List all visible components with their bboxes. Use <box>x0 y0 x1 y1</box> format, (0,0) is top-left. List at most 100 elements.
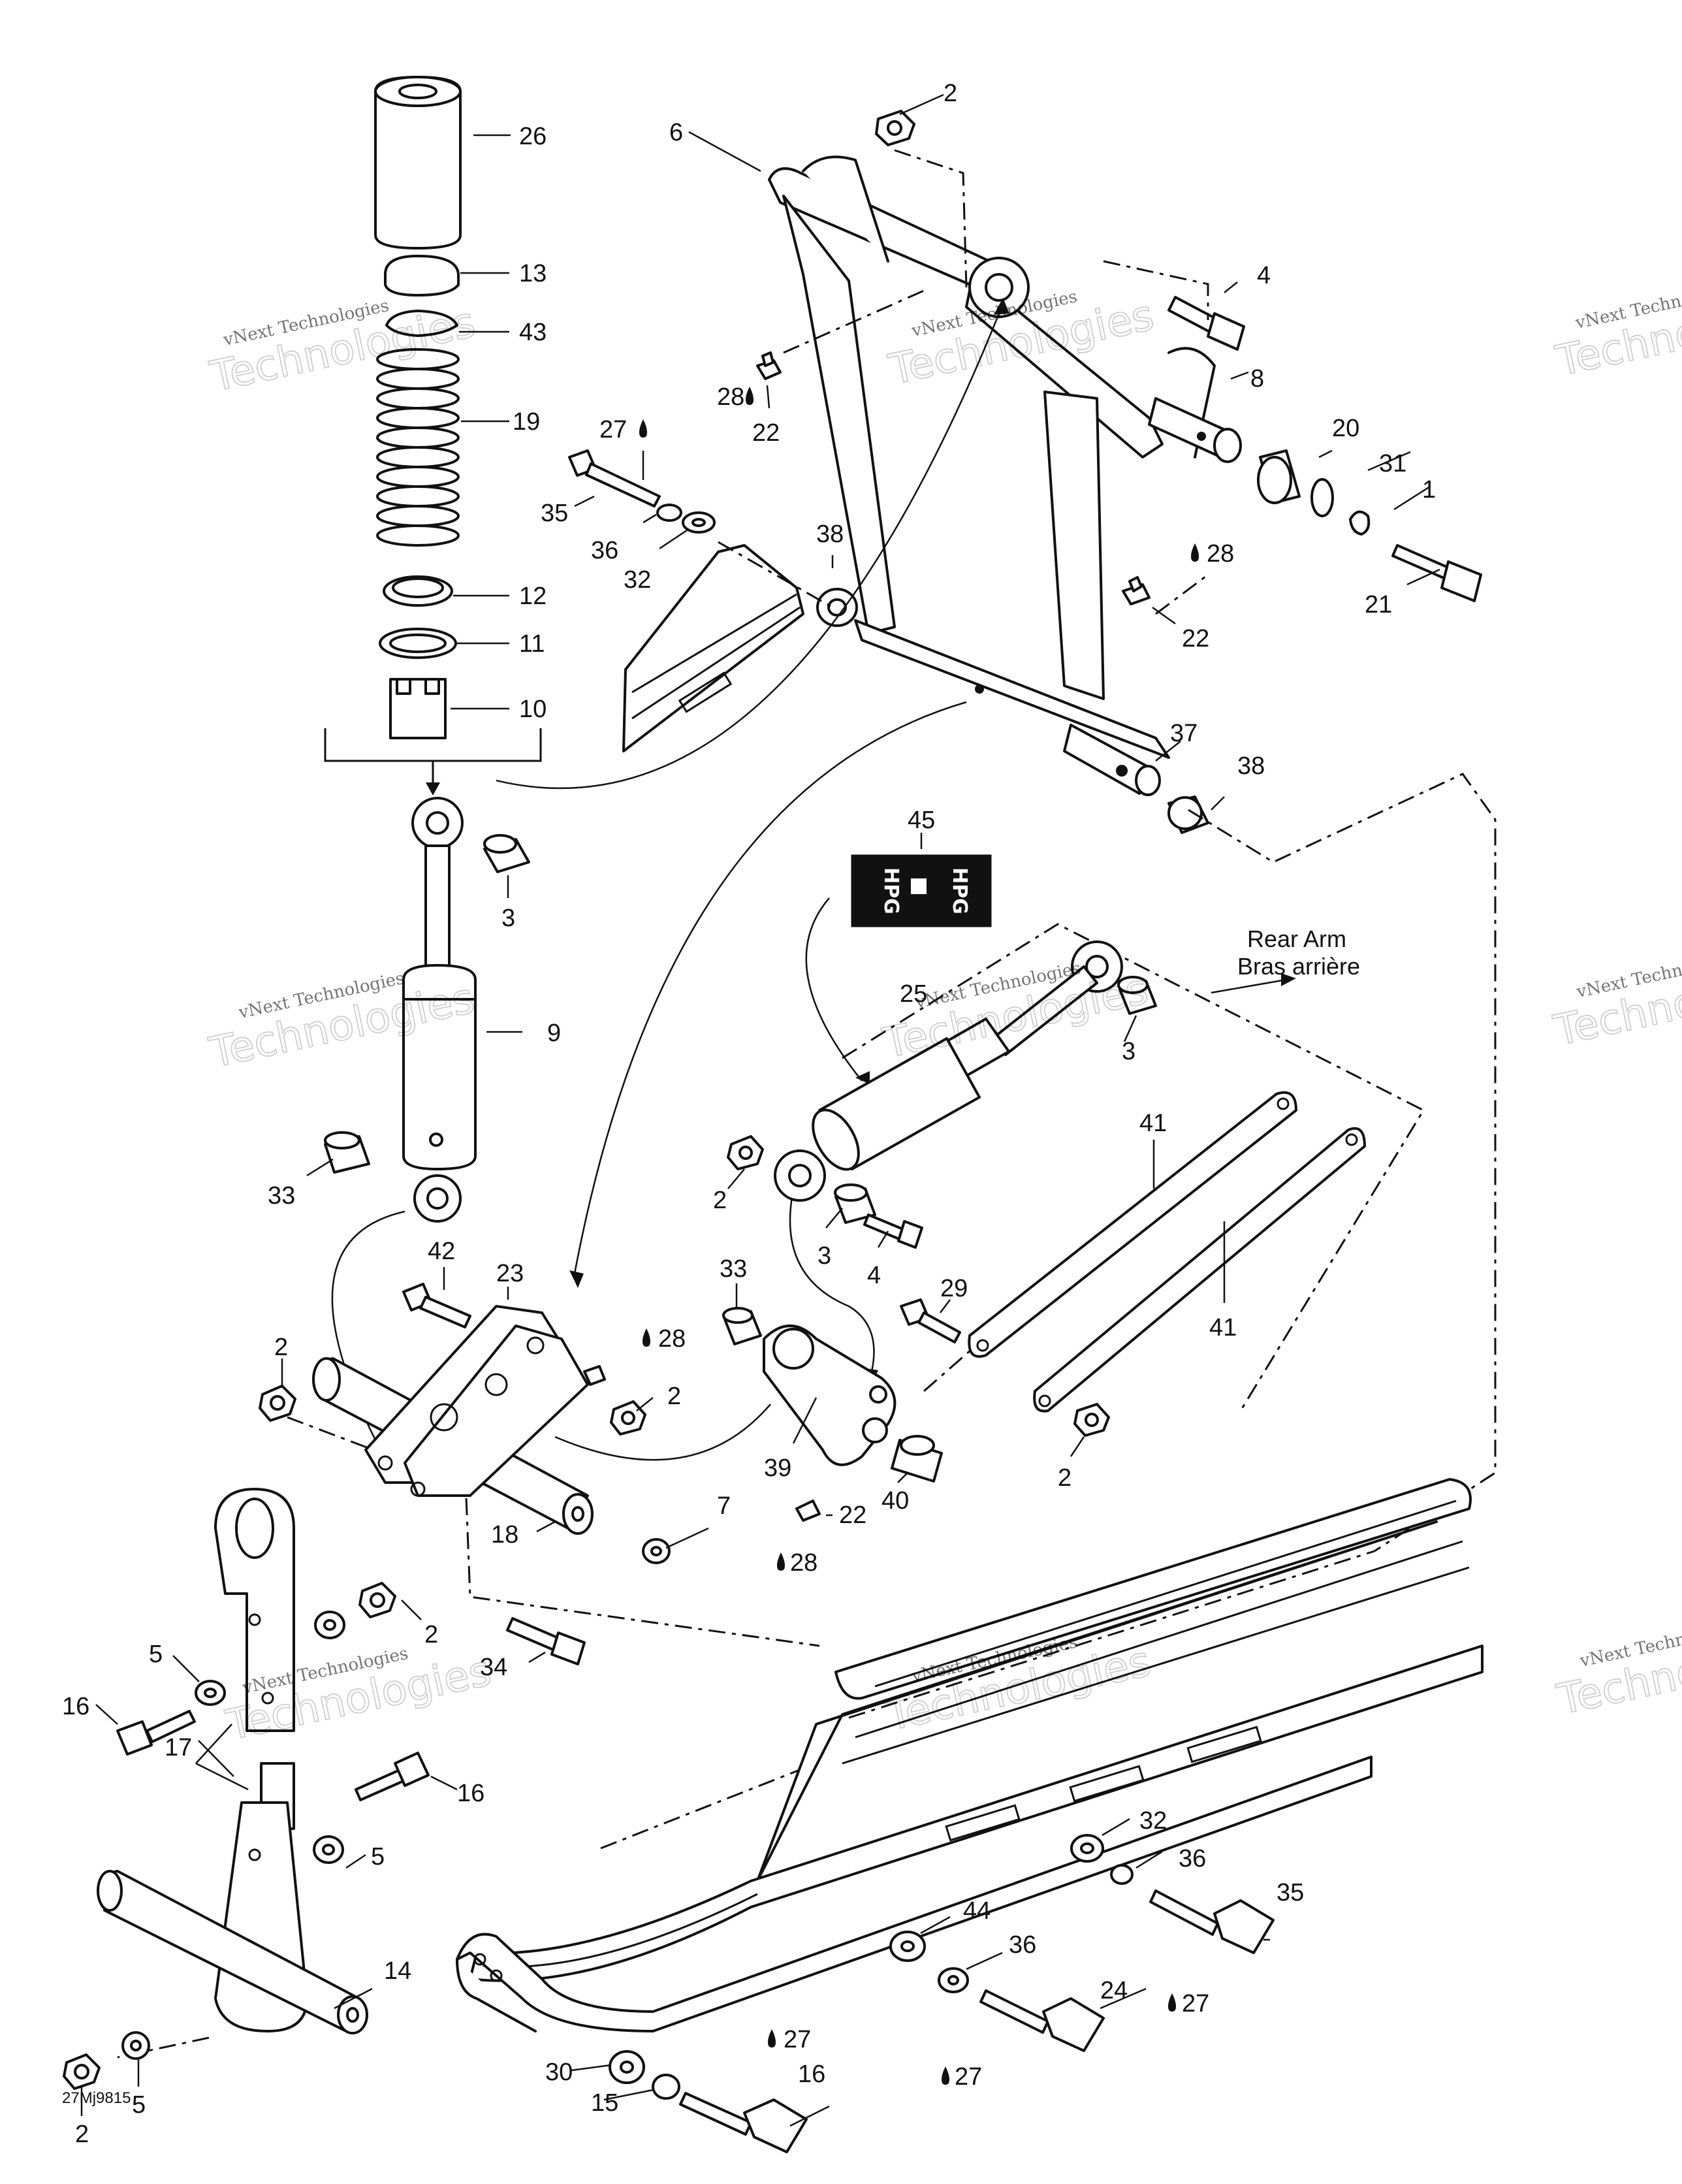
callout-17: 17 <box>165 1734 192 1761</box>
callout-9: 9 <box>547 1020 561 1047</box>
rear-arm-label: Rear Arm Bras arrière <box>1237 925 1360 980</box>
part-36-lockwasher-upper <box>656 504 682 522</box>
callout-28-c: 28 <box>658 1325 686 1353</box>
part-6-front-arm <box>768 155 1242 796</box>
callout-34: 34 <box>480 1654 507 1681</box>
callout-4-shock: 4 <box>867 1262 881 1289</box>
callout-5-a: 5 <box>149 1641 163 1668</box>
part-39-rocker-arm <box>763 1325 897 1466</box>
part-3-bushing-shock-bottom <box>834 1183 876 1224</box>
drop-icon-28-d <box>777 1552 785 1571</box>
part-20-bushing <box>1257 449 1301 504</box>
callout-25: 25 <box>900 980 927 1008</box>
part-38-bushing-left <box>816 588 858 627</box>
callout-4-top: 4 <box>1257 262 1271 289</box>
rail-upper <box>469 1478 1484 1982</box>
callout-28-d: 28 <box>790 1549 817 1577</box>
callout-44: 44 <box>963 1897 991 1925</box>
callout-6: 6 <box>669 119 683 146</box>
lower-left-group <box>63 1488 430 2090</box>
callout-41-lower: 41 <box>1209 1314 1237 1341</box>
part-21-bolt <box>1391 544 1482 602</box>
part-4-bolt-shock <box>863 1213 923 1249</box>
callout-32-upper: 32 <box>624 566 651 594</box>
decal-text-left: HPG <box>880 867 902 914</box>
rail-fragment-upper <box>622 544 804 752</box>
callout-2-top: 2 <box>944 80 957 107</box>
part-5-washer-d <box>314 1611 345 1639</box>
rear-arm-label-fr: Bras arrière <box>1237 953 1360 980</box>
part-2-nut-shaft-left <box>259 1385 296 1422</box>
callout-12: 12 <box>519 583 547 610</box>
callout-36-lower-b: 36 <box>1009 1931 1036 1959</box>
callout-16-left: 16 <box>62 1693 89 1720</box>
part-2-nut-shaft-right <box>610 1400 646 1436</box>
front-arm-group <box>568 110 1482 834</box>
part-16-bolt-left <box>116 1710 196 1756</box>
callout-35-lower: 35 <box>1277 1879 1304 1906</box>
part-3-bushing-upper <box>483 834 530 873</box>
callout-2-shock: 2 <box>713 1187 727 1214</box>
callout-22-b: 22 <box>1182 625 1209 652</box>
part-45-decal: HPG HPG <box>851 854 992 927</box>
callout-33-left: 33 <box>268 1182 295 1210</box>
part-40-sleeve <box>891 1435 943 1483</box>
dashed-leaders <box>117 149 1497 2059</box>
cross-shaft-group <box>259 1283 671 1665</box>
callout-15: 15 <box>591 2089 618 2117</box>
callout-2-link: 2 <box>1058 1464 1071 1492</box>
part-34-bolt <box>506 1617 586 1665</box>
callout-38-left: 38 <box>816 521 844 548</box>
callout-5-c: 5 <box>132 2091 146 2119</box>
drop-icon-27-b <box>1168 1993 1176 2012</box>
callout-5-b: 5 <box>371 1843 385 1871</box>
callout-22-c: 22 <box>839 1502 866 1529</box>
callout-2-hanger: 2 <box>424 1621 438 1648</box>
callout-35-upper: 35 <box>541 500 568 527</box>
callout-42: 42 <box>428 1238 455 1265</box>
callout-27-b: 27 <box>1182 1990 1209 2017</box>
part-16-bolt-rail <box>679 2092 808 2153</box>
callout-16-right: 16 <box>457 1780 484 1807</box>
callout-1: 1 <box>1422 476 1436 504</box>
part-35-bolt-upper <box>568 449 661 507</box>
part-24-bolt <box>979 1989 1105 2052</box>
callout-30: 30 <box>545 2059 573 2086</box>
callout-20: 20 <box>1332 415 1359 442</box>
callout-2-shaft: 2 <box>75 2121 89 2148</box>
part-38-bushing-right <box>1167 795 1209 834</box>
callout-3-shock-top: 3 <box>1122 1038 1135 1065</box>
part-31-washer <box>1310 478 1334 517</box>
part-33-bushing-left <box>324 1131 370 1174</box>
callout-28-a: 28 <box>717 383 744 411</box>
decal-text-right: HPG <box>948 867 971 914</box>
part-36-lockwasher-lower-b <box>938 1967 969 1993</box>
part-41-link-upper <box>968 1091 1297 1358</box>
callout-27-c: 27 <box>784 2026 811 2053</box>
part-30-washer <box>609 2050 645 2084</box>
drop-icon-27-a <box>639 419 647 438</box>
part-32-washer-lower <box>1070 1834 1104 1863</box>
part-14-shaft <box>97 1870 368 2034</box>
part-3-bushing-shock-top <box>1117 976 1157 1015</box>
callout-45: 45 <box>908 807 935 834</box>
callout-3-shock-bottom: 3 <box>817 1242 831 1270</box>
part-33-bushing-mid <box>722 1307 762 1345</box>
rear-arm-label-en: Rear Arm <box>1247 925 1346 952</box>
callout-29: 29 <box>940 1275 968 1302</box>
part-13-collar <box>384 255 460 297</box>
part-17-upper-hanger <box>214 1488 295 1732</box>
callout-23: 23 <box>496 1260 524 1287</box>
callout-16-rail: 16 <box>798 2061 825 2088</box>
callout-leaders <box>80 93 1440 2127</box>
part-1-lockwasher <box>1349 510 1371 536</box>
part-22-grease-fitting-b <box>1122 576 1150 605</box>
watermark-3: vNext Technologies Technologies <box>1551 279 1682 387</box>
callout-2-shaft-left: 2 <box>274 1334 288 1361</box>
part-37-grease-point <box>1116 765 1128 777</box>
drop-icon-28-a <box>746 387 754 405</box>
callout-21: 21 <box>1365 591 1392 618</box>
part-29-bolt <box>900 1298 961 1343</box>
callout-numbers: 26 13 43 19 12 11 10 3 9 33 6 2 4 28 22 … <box>62 80 1436 2148</box>
